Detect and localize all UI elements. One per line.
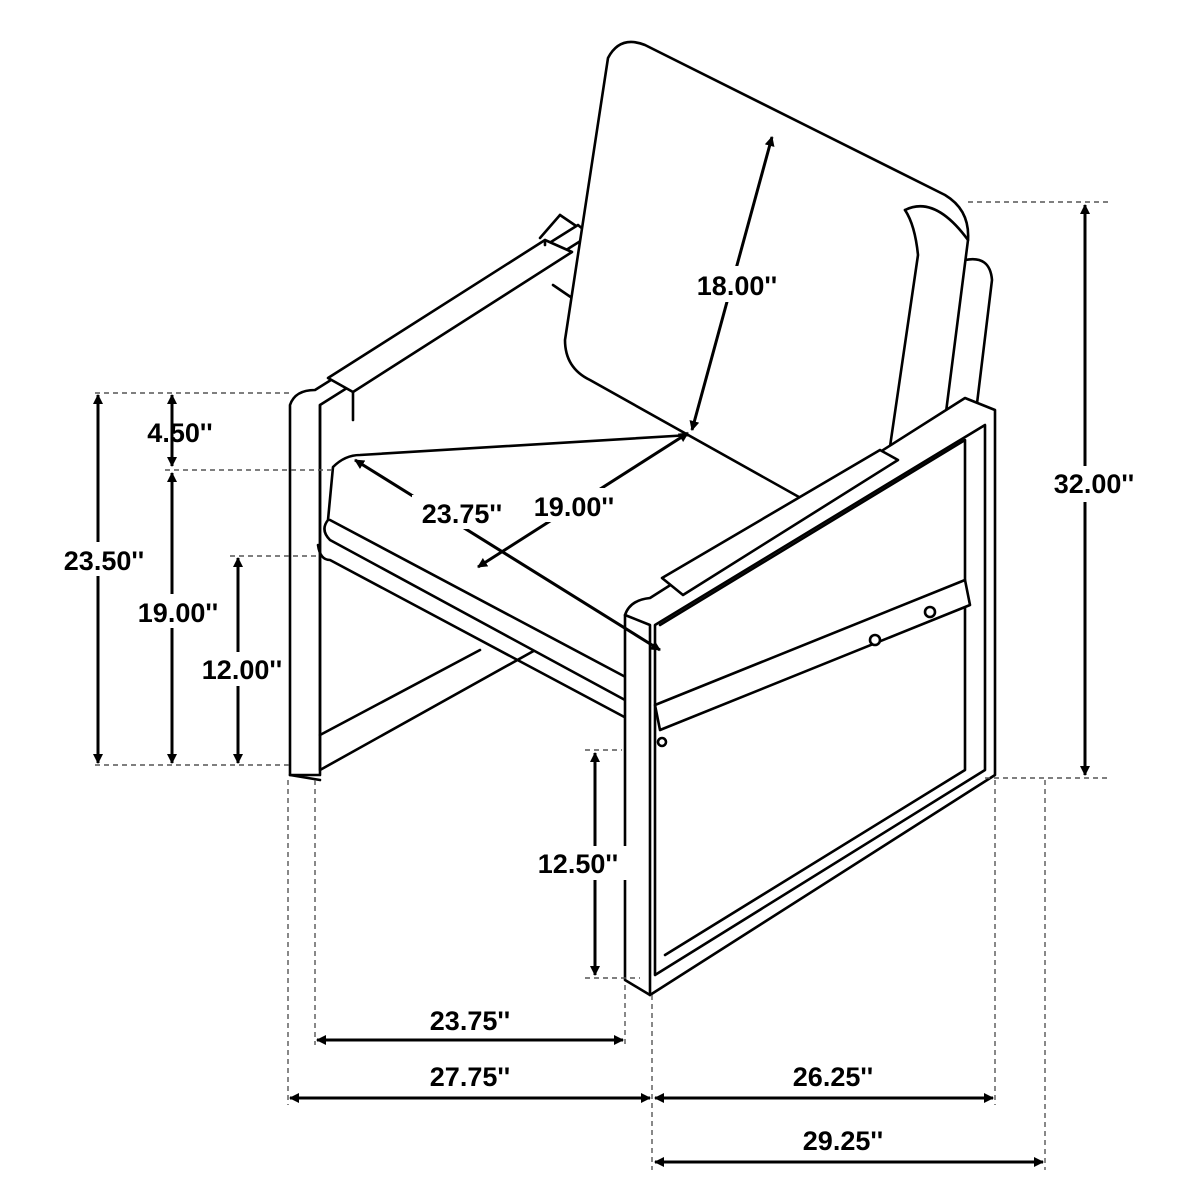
label-arm-to-seat: 4.50'' [147, 418, 212, 448]
chair-outline [288, 40, 997, 997]
dimension-labels: 18.00'' 4.50'' 23.75'' 19.00'' 23.50'' 1… [55, 266, 1142, 1156]
label-seat-width: 19.00'' [534, 492, 614, 522]
label-overall-height: 32.00'' [1054, 469, 1134, 499]
label-seat-depth: 23.75'' [422, 499, 502, 529]
label-overall-width: 27.75'' [430, 1062, 510, 1092]
label-back-height: 18.00'' [697, 271, 777, 301]
extension-lines [95, 201, 1110, 1170]
label-overall-height-arm: 23.50'' [64, 546, 144, 576]
label-side-rail: 12.50'' [538, 849, 618, 879]
label-seat-height: 19.00'' [138, 598, 218, 628]
label-front-rail: 12.00'' [202, 655, 282, 685]
label-depth: 26.25'' [793, 1062, 873, 1092]
label-inner-width: 23.75'' [430, 1006, 510, 1036]
label-overall-depth: 29.25'' [803, 1126, 883, 1156]
